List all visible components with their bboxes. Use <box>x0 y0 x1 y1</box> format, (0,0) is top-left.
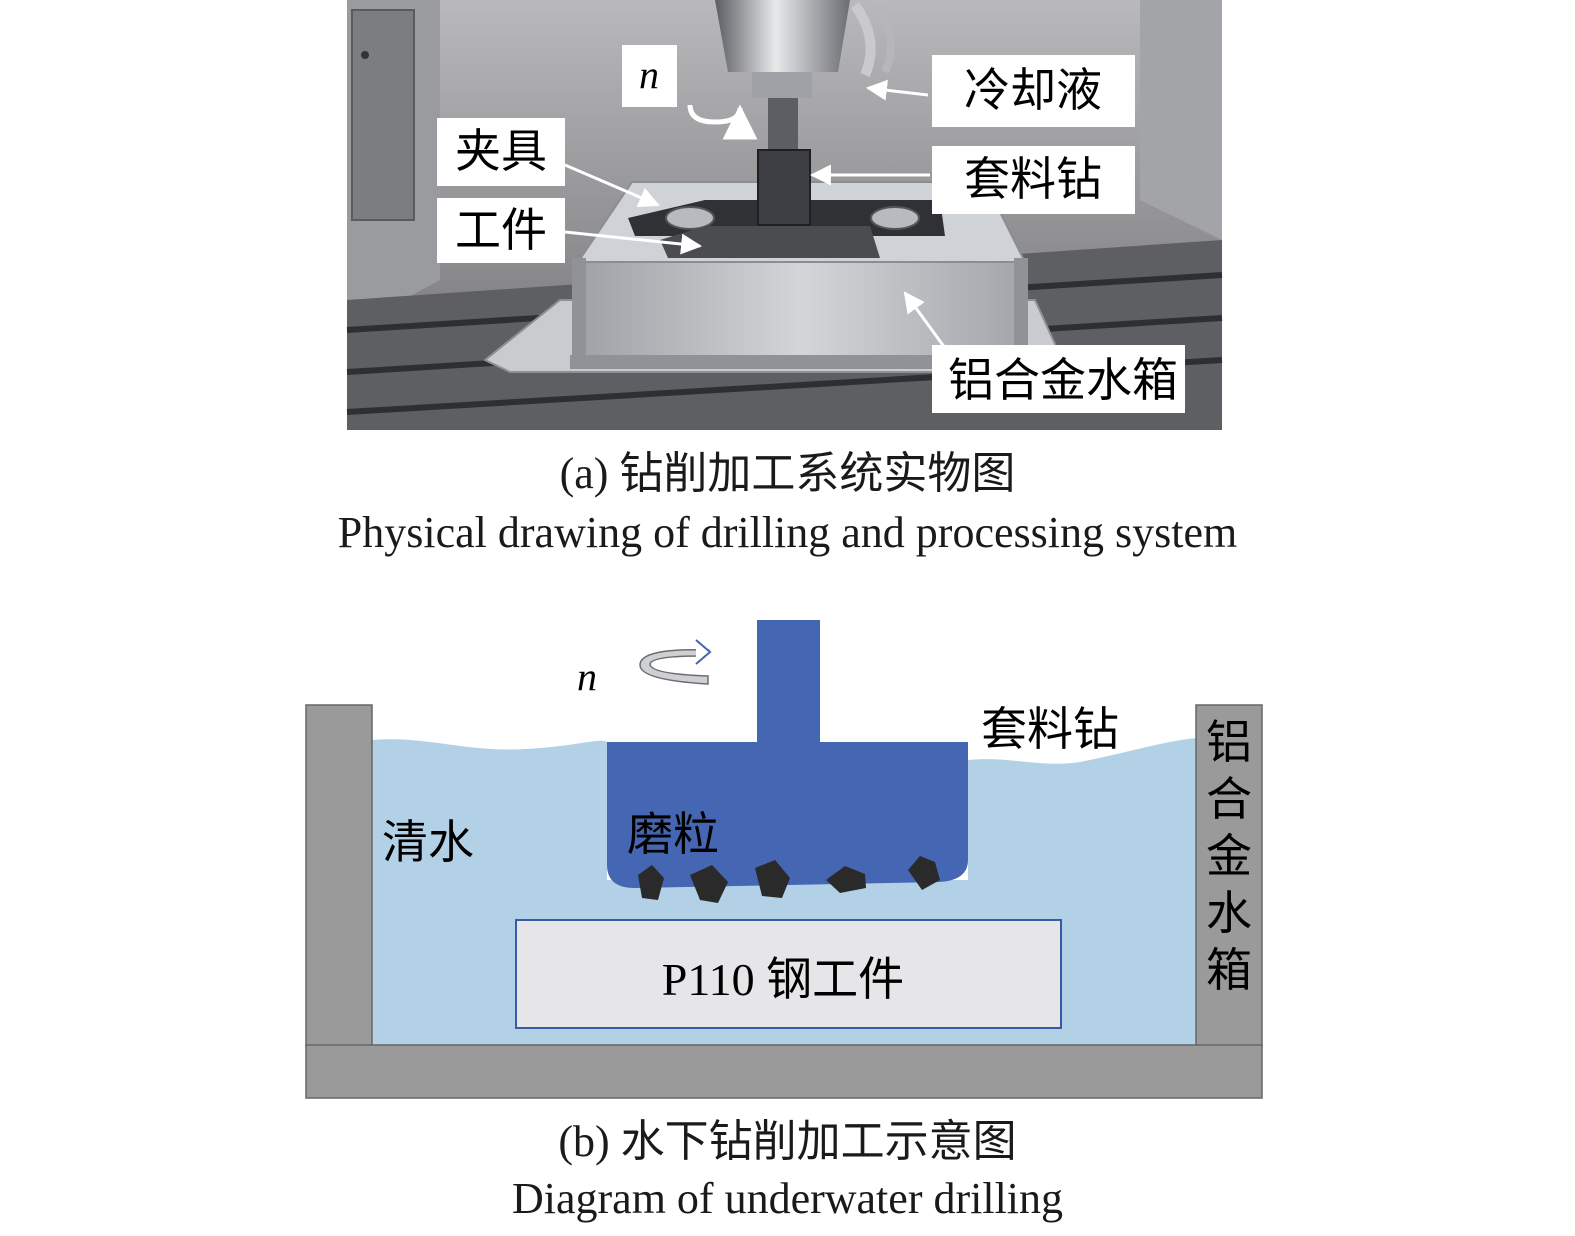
weld-seam-left <box>572 258 586 366</box>
abrasive-grain <box>638 865 664 900</box>
core-drill-label-b: 套料钻 <box>981 702 1119 756</box>
core-drill-label-a: 套料钻 <box>964 152 1102 206</box>
workpiece-label-b: P110 钢工件 <box>662 954 904 1005</box>
tank-wall-left <box>305 704 373 1048</box>
panel-a-photo: n 冷却液 夹具 套料钻 工件 铝合金水箱 <box>346 0 1223 430</box>
tank-label-vertical: 铝 合 金 水 箱 <box>1206 715 1252 997</box>
coolant-label-box <box>932 55 1135 127</box>
rotation-arrow <box>687 104 758 140</box>
coolant-pointer <box>865 79 929 101</box>
fixture-label-box <box>437 118 565 186</box>
workpiece <box>660 226 880 258</box>
abrasive-grain <box>908 856 940 890</box>
rotation-symbol-a: n <box>639 52 659 97</box>
coolant-nozzle <box>874 2 896 74</box>
workpiece-label-box <box>437 198 565 263</box>
caption-b-en: Diagram of underwater drilling <box>511 1174 1064 1223</box>
core-drill-bit <box>757 149 811 226</box>
door-screw <box>361 51 369 59</box>
spindle-head <box>715 0 850 72</box>
tank-char: 铝 <box>1206 715 1252 769</box>
tank-wall-right <box>1195 704 1263 1048</box>
core-drill-label-box <box>932 146 1135 214</box>
fixture-pointer <box>564 163 660 208</box>
panel-b-diagram: n 套料钻 清水 磨粒 P110 钢工件 铝 合 金 水 箱 <box>305 620 1263 1099</box>
abrasive-grain <box>826 866 866 893</box>
clean-water-label: 清水 <box>382 815 474 869</box>
spindle-nose <box>752 72 812 98</box>
workpiece-block <box>515 919 1062 1029</box>
tank-pointer <box>903 291 947 349</box>
weld-seam-right <box>1014 258 1028 366</box>
workpiece-pointer <box>564 230 703 255</box>
coolant-label: 冷却液 <box>964 63 1102 117</box>
left-door <box>351 9 415 221</box>
workpiece-label-a: 工件 <box>455 203 547 257</box>
rotation-arrow-b <box>639 649 711 685</box>
abrasive-grain <box>755 860 790 898</box>
tank-char: 金 <box>1206 829 1252 883</box>
coolant-nozzle <box>850 2 876 77</box>
tank-char: 合 <box>1206 772 1252 826</box>
tank-char: 箱 <box>1206 943 1252 997</box>
caption-a-cn: (a) 钻削加工系统实物图 <box>559 449 1016 498</box>
abrasive-grain <box>690 865 728 903</box>
tank-label-a: 铝合金水箱 <box>948 353 1178 407</box>
drill-shank <box>757 620 820 742</box>
n-label-box <box>622 45 677 107</box>
fixture-label: 夹具 <box>455 124 547 178</box>
tool-holder <box>768 98 798 153</box>
right-wall <box>1140 0 1222 240</box>
clamp-nut <box>665 206 715 230</box>
drill-body <box>607 742 968 888</box>
abrasive-label: 磨粒 <box>627 807 719 861</box>
tank-bottom <box>305 1044 1263 1099</box>
tank-char: 水 <box>1206 886 1252 940</box>
tank-label-box <box>932 345 1185 413</box>
caption-b-cn: (b) 水下钻削加工示意图 <box>558 1117 1017 1166</box>
caption-a-en: Physical drawing of drilling and process… <box>337 508 1238 557</box>
rotation-arrowhead-b <box>695 639 712 665</box>
weld-seam <box>570 355 1030 369</box>
rotation-symbol-b: n <box>577 654 597 699</box>
clamp-nut <box>870 206 920 230</box>
